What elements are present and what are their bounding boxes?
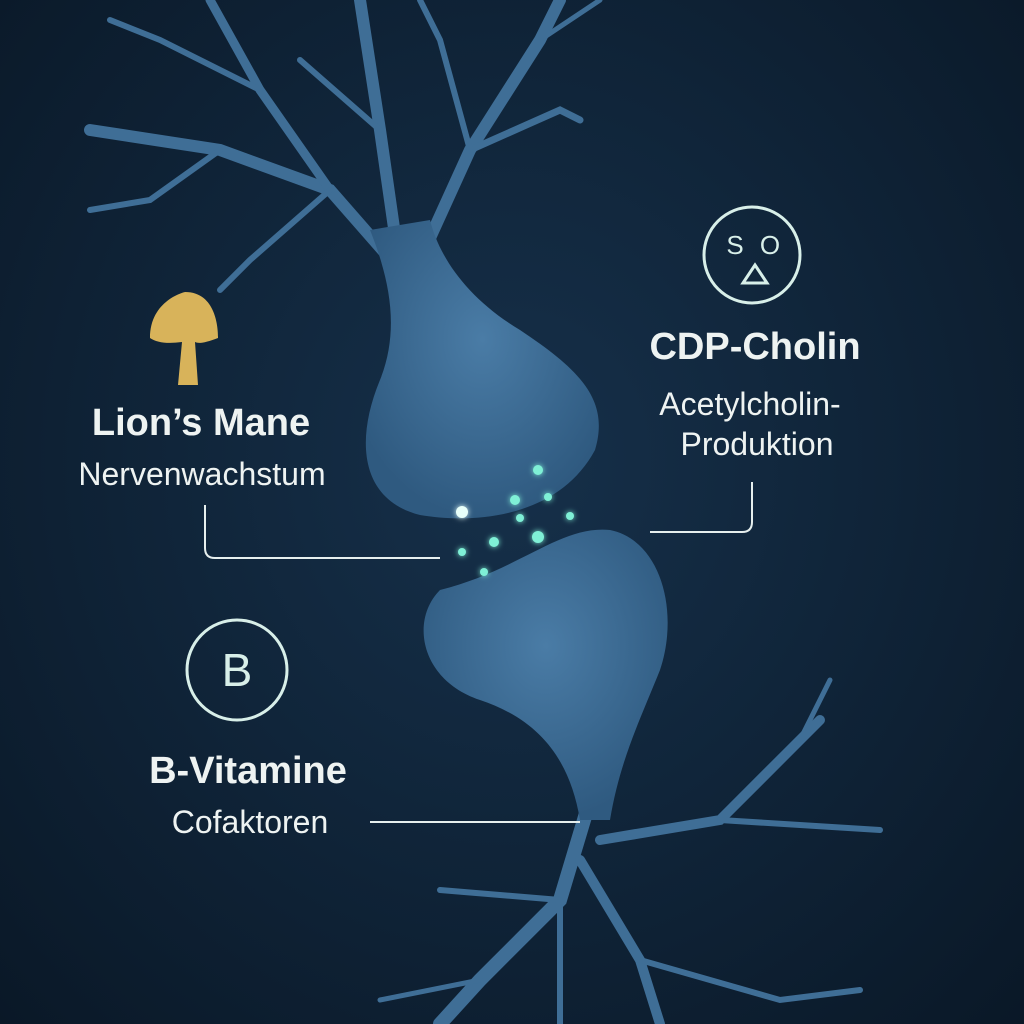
molecule-circle-icon: [702, 205, 802, 305]
lower-dendrite-body: [423, 529, 668, 820]
neurotransmitter-vesicles: [456, 465, 574, 576]
molecule-letter-s: S: [726, 230, 743, 260]
cdp-cholin-subtitle-line2: Produktion: [680, 426, 834, 462]
upper-axon-terminal: [365, 220, 599, 519]
lions-mane-title: Lion’s Mane: [91, 402, 311, 444]
mushroom-icon: [150, 292, 219, 385]
lower-neuron: [377, 677, 883, 1024]
connector-lines: [204, 482, 753, 823]
lions-mane-subtitle: Nervenwachstum: [78, 456, 326, 492]
b-letter: B: [222, 644, 253, 696]
b-vitamine-title: B-Vitamine: [149, 750, 347, 792]
upper-neuron: [84, 0, 603, 293]
cdp-cholin-title: CDP-Cholin: [649, 326, 861, 368]
letter-b-circle-icon: B: [185, 618, 289, 722]
cdp-cholin-subtitle-line1: Acetylcholin-: [659, 386, 841, 422]
b-vitamine-subtitle: Cofaktoren: [171, 804, 329, 840]
molecule-letter-o: O: [760, 230, 780, 260]
